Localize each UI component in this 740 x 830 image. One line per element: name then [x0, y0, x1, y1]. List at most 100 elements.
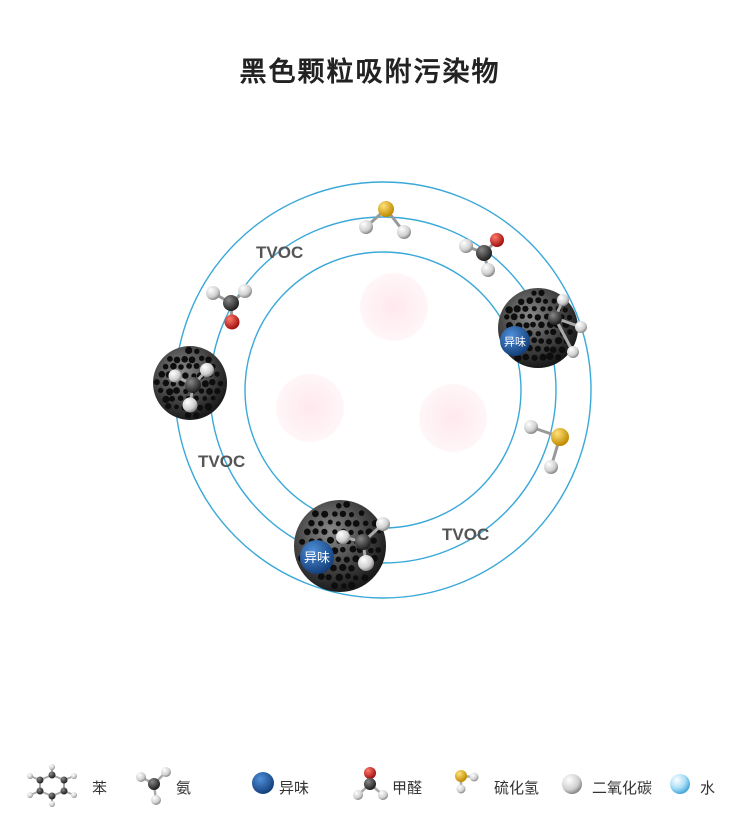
pore	[336, 503, 342, 509]
pore	[325, 574, 332, 581]
pore	[177, 395, 184, 402]
pore	[535, 331, 541, 337]
pore	[209, 379, 216, 386]
pore	[153, 379, 160, 386]
pore	[551, 298, 557, 304]
pore	[193, 412, 200, 419]
pore	[353, 575, 359, 581]
pore	[321, 510, 329, 518]
pore	[202, 396, 208, 401]
legend-label: 二氧化碳	[592, 779, 653, 797]
pore	[308, 519, 315, 527]
pore	[339, 510, 347, 518]
pore	[194, 348, 200, 354]
ammonia-molecule	[336, 517, 390, 571]
pore	[352, 520, 360, 527]
pore	[165, 403, 172, 410]
pore	[344, 519, 352, 527]
pore	[193, 363, 200, 369]
pore	[303, 528, 311, 536]
odor-marker	[500, 326, 530, 356]
pore	[546, 352, 554, 360]
glow-spot	[419, 384, 487, 452]
pore	[523, 322, 530, 329]
legend-label: 硫化氢	[494, 779, 540, 797]
glow-spot	[276, 374, 344, 442]
pore	[527, 313, 533, 319]
odor-marker	[300, 540, 334, 574]
pore	[368, 547, 374, 554]
pore	[505, 306, 513, 314]
pore	[538, 289, 545, 296]
tvoc-label: TVOC	[198, 452, 245, 471]
middle-ring	[209, 216, 557, 564]
adsorbent-particle: 异味	[294, 500, 390, 592]
pore	[566, 314, 573, 321]
pore	[170, 362, 177, 370]
pore	[343, 556, 350, 563]
pore	[538, 338, 545, 344]
ammonia-molecule	[548, 294, 587, 358]
pore	[169, 395, 176, 402]
pore	[184, 411, 192, 419]
pore	[335, 573, 343, 582]
pore	[162, 363, 169, 370]
pore	[321, 528, 328, 535]
pore	[299, 538, 306, 545]
pore	[332, 529, 338, 535]
pore	[543, 346, 550, 352]
water-icon	[670, 774, 690, 794]
legend-label: 异味	[279, 779, 310, 797]
legend: 苯 氨 异味 甲醛	[0, 760, 740, 810]
pore	[335, 556, 342, 563]
tvoc-label: TVOC	[442, 525, 489, 544]
pore	[341, 583, 347, 589]
pore	[198, 388, 205, 394]
legend-item-odor: 异味	[248, 760, 338, 810]
pore	[352, 555, 360, 563]
pore	[204, 403, 213, 411]
pore	[174, 404, 179, 410]
pore	[519, 313, 525, 319]
pore	[166, 388, 174, 396]
legend-item-hydrogen-sulfide: 硫化氢	[452, 760, 562, 810]
pore	[530, 321, 536, 328]
legend-item-water: 水	[666, 760, 736, 810]
pore	[327, 536, 334, 544]
odor-label: 异味	[504, 336, 526, 349]
legend-label: 水	[700, 779, 716, 797]
formaldehyde-icon	[353, 767, 388, 800]
pore	[188, 356, 196, 364]
pore	[158, 371, 166, 378]
pore	[562, 307, 568, 313]
pore	[173, 356, 181, 364]
pore	[522, 353, 530, 361]
pore	[539, 353, 547, 361]
pore	[513, 305, 521, 313]
pore	[531, 306, 537, 312]
pore	[181, 356, 188, 363]
pore	[327, 519, 333, 525]
benzene-icon	[27, 764, 77, 807]
formaldehyde-molecule	[206, 284, 252, 330]
pore	[531, 354, 538, 361]
pore	[348, 581, 356, 589]
pore	[510, 313, 518, 321]
pore	[370, 537, 377, 544]
pore	[157, 387, 164, 394]
pore	[217, 380, 224, 387]
tvoc-label: TVOC	[256, 243, 303, 262]
legend-item-benzene: 苯	[22, 760, 132, 810]
pore	[173, 387, 180, 394]
pore	[197, 404, 204, 411]
pore	[206, 388, 213, 395]
legend-item-formaldehyde: 甲醛	[352, 760, 452, 810]
pore	[339, 563, 347, 572]
pore	[178, 364, 184, 370]
pore	[544, 329, 550, 335]
hydrogen-sulfide-molecule	[359, 201, 411, 239]
pore	[331, 582, 338, 589]
pore	[348, 529, 354, 536]
hydrogen-sulfide-icon	[455, 770, 479, 794]
pore	[538, 321, 545, 329]
